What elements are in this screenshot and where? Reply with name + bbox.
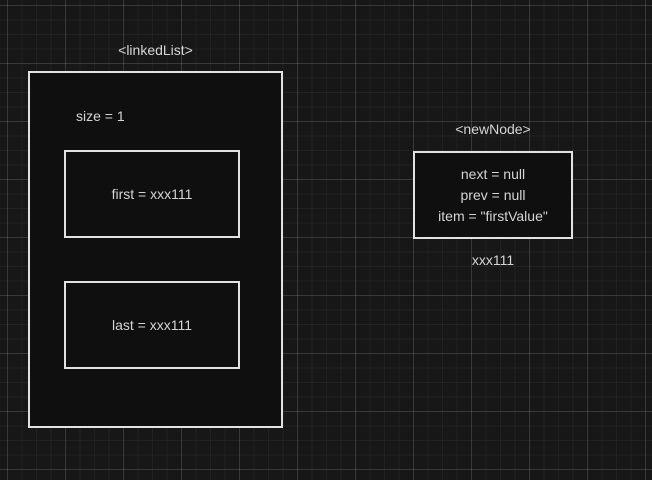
newnode-prev-field: prev = null [460, 186, 526, 203]
linkedlist-title-label[interactable]: <linkedList> [118, 42, 193, 58]
newnode-ref-label[interactable]: xxx111 [471, 252, 515, 268]
first-box-label: first = xxx111 [111, 186, 193, 202]
linkedlist-last-box[interactable]: last = xxx111 [64, 281, 240, 369]
last-box-label: last = xxx111 [111, 317, 193, 333]
newnode-item-field: item = "firstValue" [438, 207, 548, 224]
newnode-title-label[interactable]: <newNode> [455, 121, 531, 137]
newnode-next-field: next = null [460, 165, 526, 182]
linkedlist-container-box[interactable] [28, 71, 283, 428]
linkedlist-first-box[interactable]: first = xxx111 [64, 150, 240, 238]
linkedlist-size-text[interactable]: size = 1 [76, 108, 125, 124]
newnode-box[interactable]: next = null prev = null item = "firstVal… [413, 151, 573, 239]
